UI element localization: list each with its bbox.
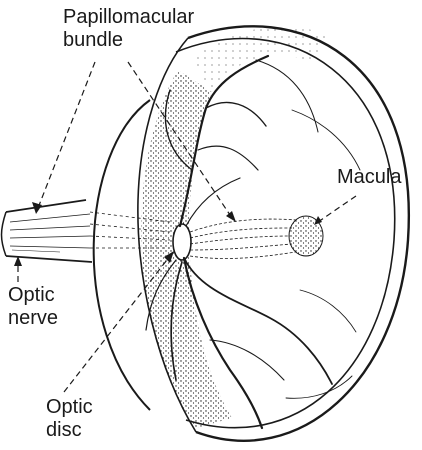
label-papillomacular-line2: bundle	[63, 29, 194, 52]
label-optic-disc: Optic disc	[46, 396, 93, 442]
eyeball-outer-shell	[94, 100, 150, 410]
label-optic-nerve: Optic nerve	[8, 284, 58, 330]
label-macula: Macula	[337, 166, 401, 189]
leader-papillomacular-to-nerve	[38, 62, 95, 208]
leader-macula	[318, 196, 356, 222]
optic-disc-shape	[173, 224, 191, 260]
papillomacular-fibers	[190, 219, 296, 258]
label-optic-nerve-line2: nerve	[8, 307, 58, 330]
label-optic-nerve-line1: Optic	[8, 284, 58, 307]
label-optic-disc-line2: disc	[46, 419, 93, 442]
label-optic-disc-line1: Optic	[46, 396, 93, 419]
label-papillomacular-bundle: Papillomacular bundle	[63, 6, 194, 52]
label-papillomacular-line1: Papillomacular	[63, 6, 194, 29]
